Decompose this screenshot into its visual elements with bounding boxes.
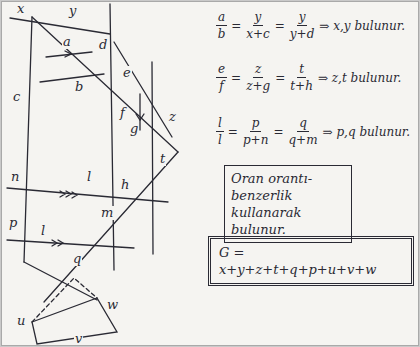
segment-label: x (16, 2, 25, 16)
box-text: G = x+y+z+t+q+p+u+v+w (219, 244, 403, 278)
equation-text: = (275, 19, 285, 33)
segment-label: l (86, 170, 92, 184)
segment-label: e (122, 66, 132, 80)
denominator: y+d (289, 26, 316, 41)
segment-label: h (120, 178, 130, 192)
segment-label: z (168, 110, 177, 124)
equation-row: ab=yx+c=yy+d⇒ x,y bulunur. (216, 10, 405, 41)
segment-label: q (72, 252, 82, 266)
segment-label: v (74, 332, 83, 346)
segment-label: a (62, 35, 72, 49)
equation-text: = (275, 71, 285, 85)
denominator: q+m (287, 132, 318, 147)
segment-label: b (74, 80, 84, 94)
fraction: tt+h (289, 62, 314, 93)
box-text: Oran orantı- benzerlik kullanarak bulunu… (231, 170, 345, 238)
numerator: a (216, 10, 227, 26)
fraction: ab (216, 10, 227, 41)
denominator: b (217, 26, 227, 41)
equation-row: ll = pp+n = qq+m ⇒ p,q bulunur. (216, 116, 410, 147)
segment-label: n (10, 170, 20, 184)
segment-label: f (119, 106, 126, 120)
figure-lines (7, 4, 178, 344)
denominator: t+h (289, 78, 314, 93)
numerator: p (250, 116, 262, 132)
fraction: qq+m (287, 116, 318, 147)
segment-label: g (129, 122, 139, 136)
segment-label: l (40, 224, 46, 238)
numerator: y (253, 10, 264, 26)
note-box: Oran orantı- benzerlik kullanarak bulunu… (224, 165, 352, 243)
numerator: t (297, 62, 306, 78)
denominator: p+n (242, 132, 269, 147)
segment-label: y (68, 4, 77, 18)
numerator: z (253, 62, 263, 78)
equation-text: ⇒ x,y bulunur. (319, 19, 405, 33)
fraction: yx+c (245, 10, 271, 41)
equation-text: = (231, 19, 241, 33)
segment-label: c (12, 90, 21, 104)
fraction: ef (216, 62, 227, 93)
denominator: l (217, 132, 223, 147)
equation-row: ef = zz+g = tt+h ⇒ z,t bulunur. (216, 62, 401, 93)
equation-text: ⇒ p,q bulunur. (323, 125, 411, 139)
geometry-sketch (2, 2, 418, 345)
numerator: y (297, 10, 308, 26)
numerator: e (216, 62, 227, 78)
segment-label: w (106, 298, 119, 312)
fraction: ll (216, 116, 224, 147)
result-box: G = x+y+z+t+q+p+u+v+w (208, 236, 414, 286)
equation-text: = (231, 71, 241, 85)
equation-text: = (273, 125, 283, 139)
segment-label: u (16, 314, 26, 328)
segment-label: p (8, 216, 18, 230)
denominator: f (218, 78, 224, 93)
segment-label: d (98, 38, 108, 52)
fraction: pp+n (242, 116, 269, 147)
equation-text: ⇒ z,t bulunur. (318, 71, 401, 85)
numerator: q (297, 116, 309, 132)
segment-label: t (159, 152, 166, 166)
numerator: l (216, 116, 224, 132)
fraction: zz+g (245, 62, 271, 93)
denominator: z+g (245, 78, 271, 93)
segment-label: m (100, 206, 114, 220)
equation-text: = (228, 125, 238, 139)
fraction: yy+d (289, 10, 316, 41)
denominator: x+c (245, 26, 271, 41)
